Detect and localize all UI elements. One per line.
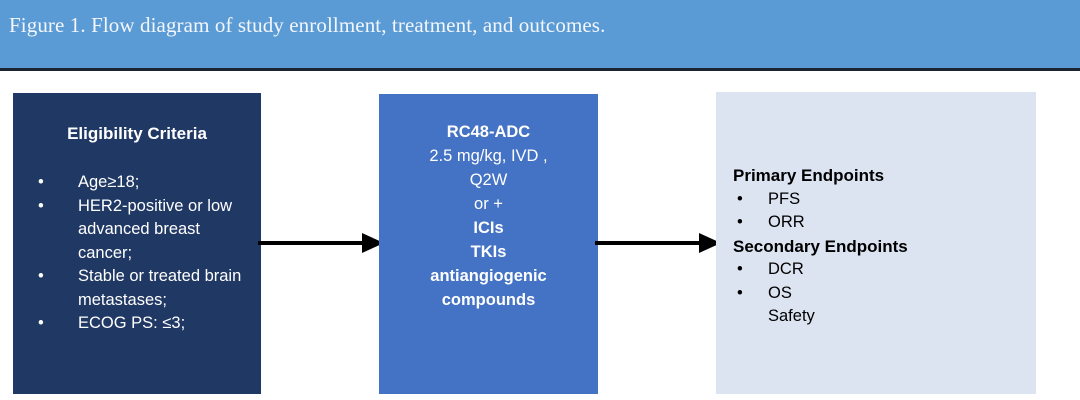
list-item-label: ECOG PS: ≤3; (78, 314, 186, 332)
bullet-icon: • (737, 283, 743, 302)
list-item: • HER2-positive or low advanced breast c… (33, 195, 255, 266)
treatment-line: antiangiogenic (430, 267, 547, 285)
list-item: • PFS (733, 188, 1023, 212)
bullet-icon: • (737, 189, 743, 208)
treatment-line: TKIs (470, 243, 507, 261)
list-item-label: PFS (768, 189, 801, 208)
list-item-label: HER2-positive or low advanced breast can… (78, 196, 233, 262)
treatment-line: compounds (441, 291, 536, 309)
bullet-icon: • (38, 267, 44, 285)
flow-box-eligibility: Eligibility Criteria • Age≥18; • HER2-po… (13, 93, 261, 394)
arrow-eligibility-to-treatment-icon (258, 230, 384, 256)
figure-caption-band: Figure 1. Flow diagram of study enrollme… (0, 0, 1080, 68)
bullet-icon: • (38, 173, 44, 191)
list-item: • Stable or treated brain metastases; (33, 265, 255, 312)
list-item: Safety (733, 305, 1023, 329)
list-item: • ECOG PS: ≤3; (33, 312, 255, 336)
bullet-icon: • (38, 314, 44, 332)
treatment-line: RC48-ADC (446, 123, 531, 141)
list-item-label: OS (768, 283, 792, 302)
bullet-icon: • (737, 213, 743, 231)
list-item-label: Age≥18; (78, 173, 140, 191)
treatment-line: ICIs (473, 219, 504, 237)
secondary-endpoints-heading: Secondary Endpoints (733, 236, 908, 256)
list-item-label: Stable or treated brain metastases; (78, 267, 242, 309)
flow-box-endpoints: Primary Endpoints • PFS • ORR Secondary … (716, 92, 1036, 394)
bullet-icon: • (737, 260, 743, 278)
flow-diagram: Eligibility Criteria • Age≥18; • HER2-po… (0, 71, 1080, 400)
eligibility-criteria-list: • Age≥18; • HER2-positive or low advance… (33, 171, 255, 336)
arrow-treatment-to-endpoints-icon (595, 230, 721, 256)
primary-endpoints-heading: Primary Endpoints (733, 166, 885, 185)
list-item: • Age≥18; (33, 171, 255, 195)
list-item-label: Safety (768, 307, 815, 325)
list-item: • OS (733, 282, 1023, 306)
figure-caption-text: Figure 1. Flow diagram of study enrollme… (9, 13, 606, 37)
flow-box-treatment: RC48-ADC 2.5 mg/kg, IVD , Q2W or + ICIs … (379, 94, 598, 394)
endpoints-content: Primary Endpoints • PFS • ORR Secondary … (733, 164, 1023, 329)
caption-divider-rule (0, 68, 1080, 71)
list-item: • DCR (733, 258, 1023, 282)
list-item-label: DCR (768, 260, 804, 278)
eligibility-title: Eligibility Criteria (67, 124, 207, 143)
treatment-regimen-lines: RC48-ADC 2.5 mg/kg, IVD , Q2W or + ICIs … (385, 120, 592, 312)
treatment-line: 2.5 mg/kg, IVD , (429, 147, 548, 165)
list-item-label: ORR (768, 213, 805, 231)
list-item: • ORR (733, 211, 1023, 235)
treatment-line: Q2W (469, 171, 508, 189)
treatment-line: or + (474, 195, 503, 213)
bullet-icon: • (38, 196, 44, 215)
